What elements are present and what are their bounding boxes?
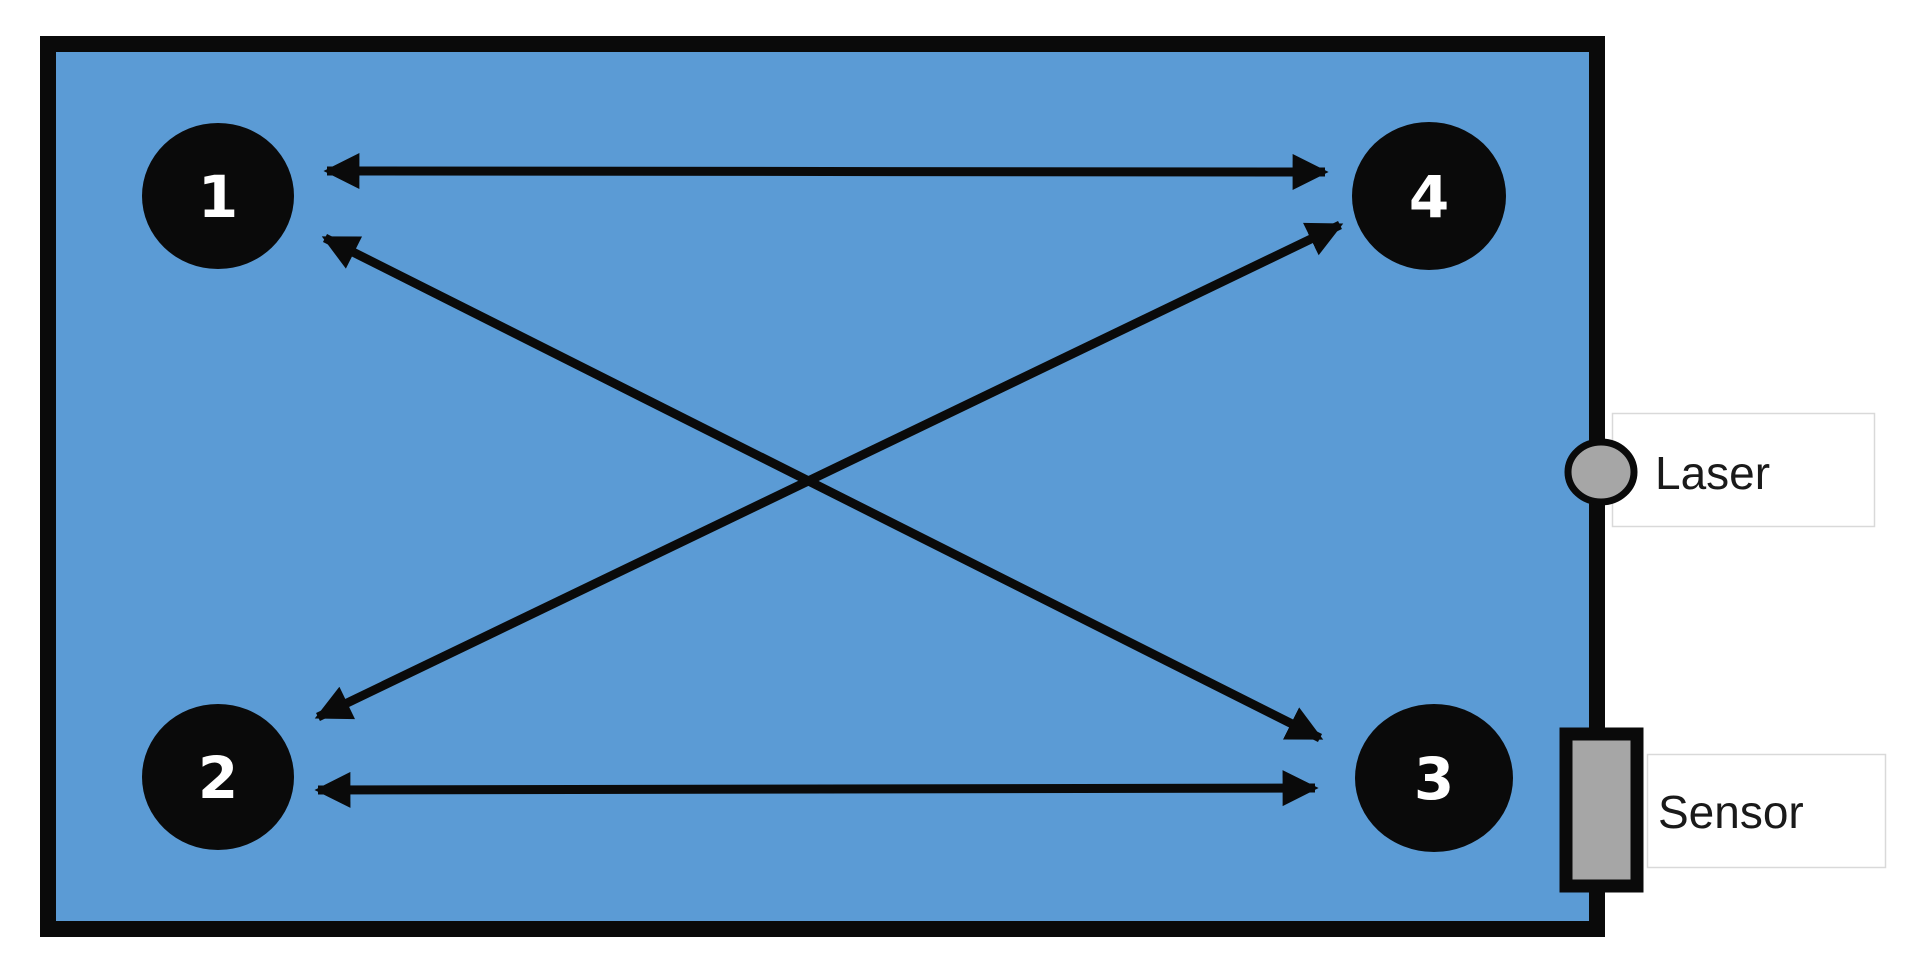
node-2-circle [142, 704, 294, 850]
edge-2-3 [314, 770, 1319, 808]
node-4-circle [1352, 122, 1506, 270]
node-3: 3 [1355, 704, 1513, 852]
node-4-label: 4 [1409, 163, 1449, 231]
laser-label-box [1611, 412, 1876, 528]
node-3-circle [1355, 704, 1513, 852]
node-1-circle [142, 123, 294, 269]
node-1-label: 1 [198, 163, 238, 231]
laser-label: Laser [1655, 447, 1770, 499]
node-1: 1 [142, 123, 294, 269]
sensor-label-box [1646, 753, 1887, 869]
edge-1-4 [323, 153, 1329, 190]
node-4: 4 [1352, 122, 1506, 270]
edge-2-4 [314, 220, 1344, 722]
sensor-label: Sensor [1658, 786, 1804, 838]
node-2-label: 2 [198, 744, 238, 812]
node-2: 2 [142, 704, 294, 850]
sensor-shape [1559, 727, 1644, 893]
laser-shape [1564, 438, 1638, 506]
node-3-label: 3 [1414, 745, 1454, 813]
